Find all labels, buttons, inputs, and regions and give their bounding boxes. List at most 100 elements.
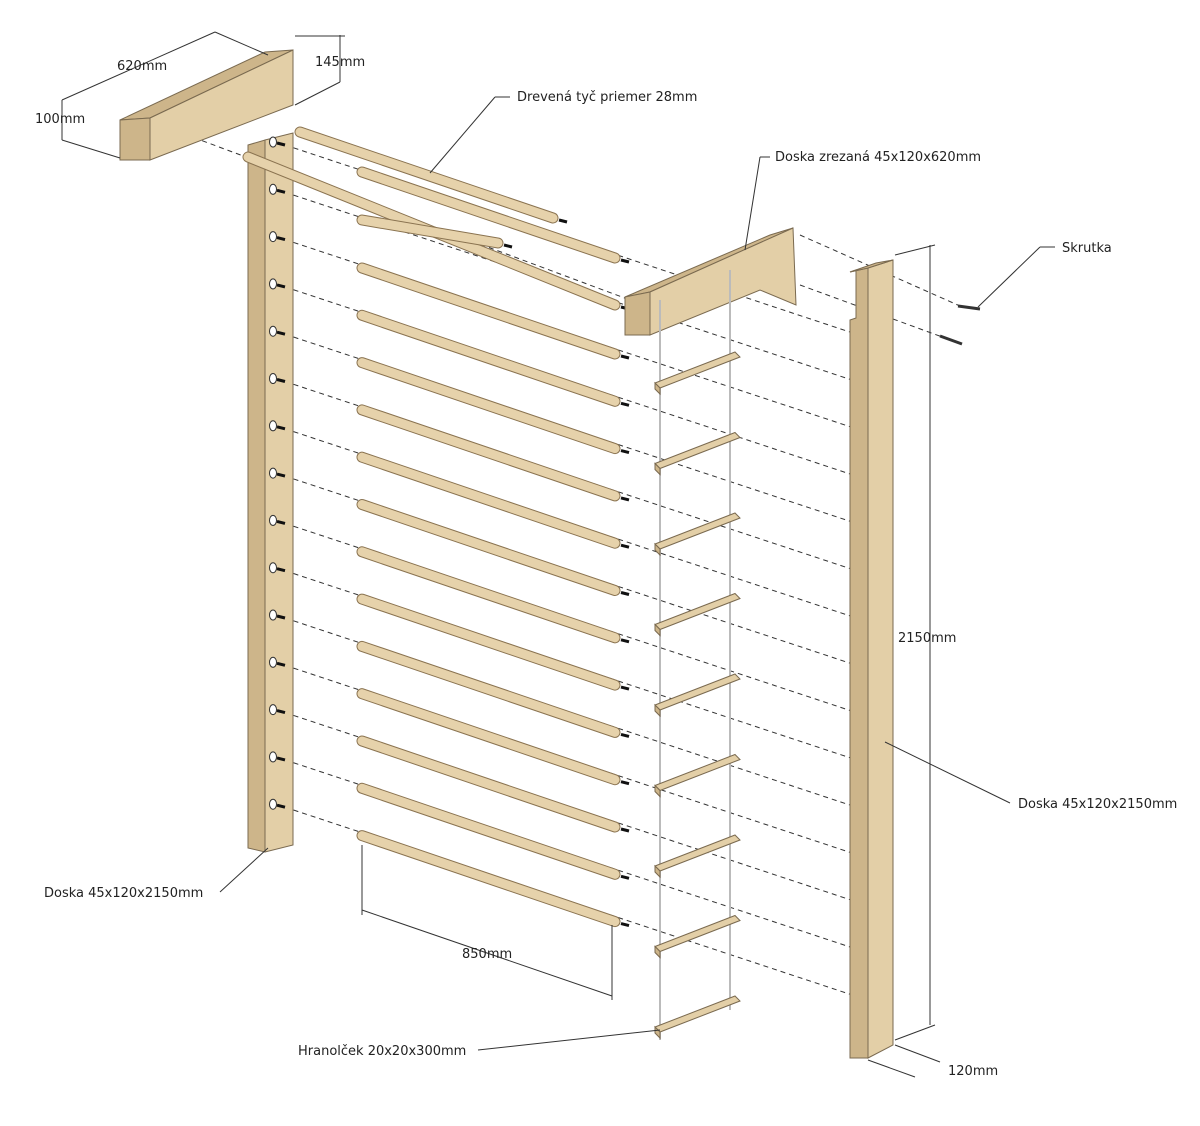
screw xyxy=(276,330,286,336)
label-cut-board: Doska zrezaná 45x120x620mm xyxy=(775,150,981,165)
post-hole xyxy=(269,136,277,148)
screw xyxy=(620,685,630,691)
labels: 620mm 145mm 100mm Drevená tyč priemer 28… xyxy=(35,55,1177,1079)
post-hole xyxy=(269,420,277,432)
post-hole xyxy=(269,278,277,290)
ladder-step xyxy=(654,834,741,872)
wooden-rod xyxy=(357,500,620,595)
label-rod: Drevená tyč priemer 28mm xyxy=(517,90,697,105)
screw xyxy=(620,780,630,786)
guide-line xyxy=(159,124,631,301)
post-hole xyxy=(269,609,277,621)
wooden-rod xyxy=(357,736,620,832)
ladder-step xyxy=(654,673,741,711)
wooden-rod xyxy=(357,547,620,643)
screw xyxy=(276,756,286,762)
guide-line xyxy=(284,239,881,438)
screw xyxy=(276,188,286,194)
ladder-step xyxy=(654,995,741,1033)
screws xyxy=(939,304,981,346)
screw xyxy=(276,567,286,573)
ladder-step-end xyxy=(654,703,661,718)
guide-line xyxy=(284,333,881,532)
post-hole xyxy=(269,325,277,337)
guide-line xyxy=(284,712,881,911)
guide-line xyxy=(284,286,881,485)
top-right-cut-board xyxy=(624,227,797,336)
guide-line xyxy=(284,191,881,390)
ladder-step xyxy=(654,914,741,953)
screw xyxy=(276,519,286,525)
guide-line xyxy=(284,144,881,343)
wooden-rod xyxy=(357,263,620,359)
screw xyxy=(276,378,286,383)
ladder-step-end xyxy=(654,542,661,557)
top-left-beam xyxy=(119,49,294,161)
wooden-rod xyxy=(357,452,620,548)
wooden-rod xyxy=(357,405,620,501)
guide-line xyxy=(284,617,881,816)
post-hole xyxy=(269,562,277,574)
dim-120: 120mm xyxy=(948,1064,998,1079)
screw xyxy=(620,401,630,407)
dim-620: 620mm xyxy=(117,59,167,74)
label-bar: Hranolček 20x20x300mm xyxy=(298,1044,466,1059)
post-hole xyxy=(269,751,277,763)
assembly-guides xyxy=(159,124,961,1005)
wooden-rod xyxy=(357,783,620,879)
screw xyxy=(620,732,630,738)
dim-850: 850mm xyxy=(462,947,512,962)
screw xyxy=(620,591,630,596)
guide-line xyxy=(284,570,881,769)
right-post xyxy=(849,259,894,1059)
guide-line xyxy=(284,428,881,627)
screw xyxy=(620,496,630,502)
guide-line xyxy=(284,522,881,721)
ladder-step-end xyxy=(654,381,661,396)
screw xyxy=(620,449,630,455)
post-hole xyxy=(269,798,277,810)
wooden-rod xyxy=(357,689,620,785)
ladder-step-end xyxy=(654,784,661,798)
wooden-rod xyxy=(357,641,620,737)
wooden-rod xyxy=(357,215,503,248)
ladder-step xyxy=(654,592,741,631)
screw xyxy=(620,543,630,549)
guide-line xyxy=(799,234,961,307)
screw xyxy=(276,614,286,620)
post-hole xyxy=(269,704,277,716)
guide-line xyxy=(284,759,881,958)
ladder-step xyxy=(654,351,741,389)
screw xyxy=(620,638,630,644)
screw xyxy=(620,354,630,360)
screw xyxy=(276,803,286,809)
dim-2150: 2150mm xyxy=(898,631,956,646)
wooden-rod xyxy=(357,358,620,454)
post-hole xyxy=(269,467,277,479)
screw xyxy=(276,141,286,147)
screw xyxy=(503,243,513,249)
wooden-rod xyxy=(357,594,620,690)
rods xyxy=(242,126,630,928)
ladder-step xyxy=(654,753,741,792)
post-hole xyxy=(269,656,277,668)
post-hole xyxy=(269,373,277,384)
post-hole xyxy=(269,231,277,243)
ladder-step-end xyxy=(654,864,661,879)
screw xyxy=(558,218,568,224)
screw xyxy=(620,827,630,833)
label-post-right: Doska 45x120x2150mm xyxy=(1018,797,1177,812)
post-holes xyxy=(269,136,286,810)
wooden-rod xyxy=(357,831,620,927)
screw xyxy=(276,472,286,478)
screw xyxy=(620,922,630,928)
screw xyxy=(276,661,286,667)
wooden-rod xyxy=(295,127,558,223)
ladder-step-end xyxy=(654,462,661,476)
guide-line xyxy=(284,475,881,674)
rope-ladder xyxy=(654,270,741,1040)
screw xyxy=(276,709,286,715)
dim-100: 100mm xyxy=(35,112,85,127)
